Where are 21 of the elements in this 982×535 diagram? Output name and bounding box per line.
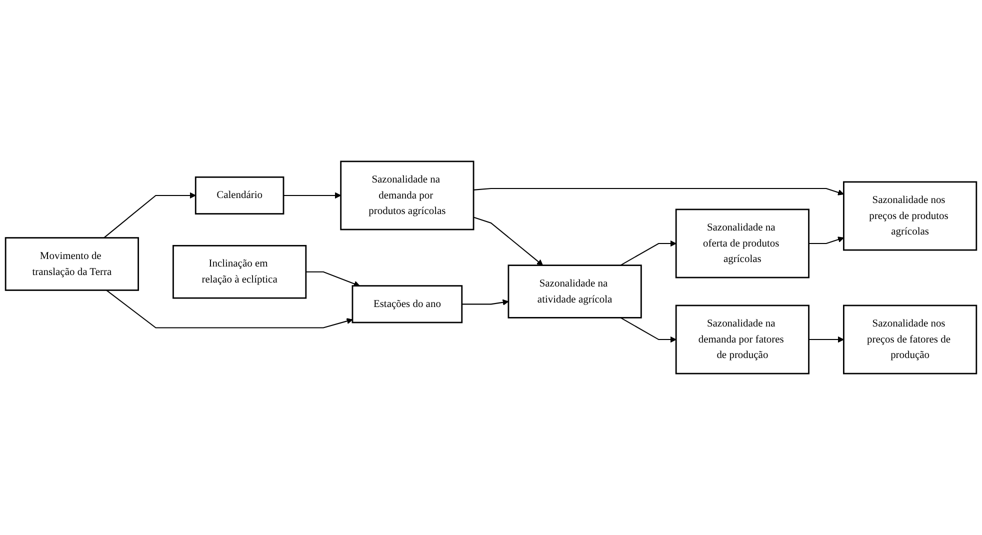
node-box: Sazonalidade nos preços de produtos agrícolas xyxy=(843,181,978,251)
node-box: Estações do ano xyxy=(352,285,463,324)
arrow xyxy=(462,299,509,306)
arrow xyxy=(106,290,353,328)
node-box: Inclinação em relação à eclíptica xyxy=(172,244,307,299)
arrow xyxy=(474,188,844,196)
node-box: Sazonalidade na demanda por produtos agrícolas xyxy=(340,160,474,230)
arrow xyxy=(620,240,676,266)
node-box: Sazonalidade na oferta de produtos agrícolas xyxy=(675,208,810,278)
node-box: Calendário xyxy=(194,176,284,214)
arrow xyxy=(808,236,844,244)
arrow xyxy=(473,216,544,266)
arrow xyxy=(284,192,342,199)
arrow xyxy=(620,317,676,343)
node-box: Sazonalidade na demanda por fatores de produção xyxy=(675,304,810,374)
node-box: Sazonalidade nos preços de fatores de produção xyxy=(843,304,978,374)
arrow xyxy=(306,271,360,287)
node-box: Sazonalidade na atividade agrícola xyxy=(508,264,642,318)
node-box: Movimento de translação da Terra xyxy=(4,237,139,291)
arrow xyxy=(104,192,196,238)
arrow xyxy=(808,336,844,343)
